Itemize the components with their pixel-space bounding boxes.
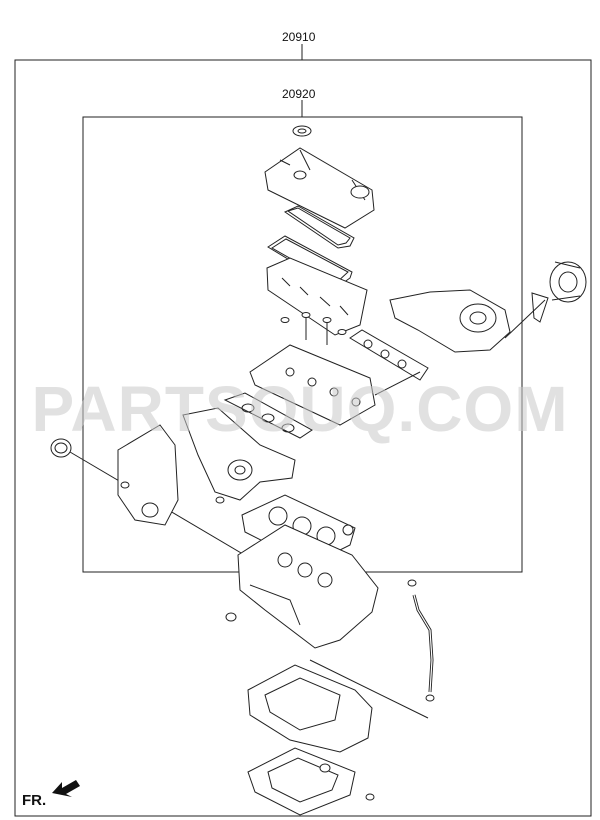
valve-cover-gasket bbox=[283, 205, 355, 249]
leader-water-pump bbox=[504, 299, 546, 339]
timing-cover bbox=[117, 424, 179, 526]
oil-cooler-seal bbox=[215, 496, 225, 504]
valve-cover bbox=[264, 147, 375, 229]
dipstick-tube bbox=[407, 579, 435, 702]
lower-oil-pan bbox=[247, 747, 356, 816]
leader-oil-pan bbox=[309, 659, 429, 719]
water-pump-gasket bbox=[531, 292, 549, 323]
front-o-ring bbox=[50, 438, 72, 458]
exhaust-gasket-right bbox=[349, 329, 429, 381]
block-bolt bbox=[225, 612, 237, 622]
exhaust-manifold-turbo bbox=[389, 289, 511, 353]
inner-part-number: 20920 bbox=[282, 87, 316, 101]
upper-oil-pan bbox=[247, 664, 373, 753]
front-marker-label: FR. bbox=[22, 792, 47, 809]
outer-part-number: 20910 bbox=[282, 30, 316, 44]
intake-manifold-gasket bbox=[223, 392, 313, 439]
drain-plug bbox=[365, 793, 375, 801]
engine-block bbox=[237, 524, 379, 649]
cam-bolts bbox=[280, 312, 347, 345]
leader-head bbox=[374, 371, 421, 396]
cam-carrier bbox=[266, 257, 368, 336]
oil-cap-seal bbox=[292, 125, 312, 137]
water-pump bbox=[549, 261, 587, 303]
front-arrow-icon bbox=[52, 780, 80, 797]
intake-manifold bbox=[182, 407, 296, 501]
outer-kit-frame bbox=[14, 59, 592, 817]
cylinder-head bbox=[249, 344, 376, 426]
